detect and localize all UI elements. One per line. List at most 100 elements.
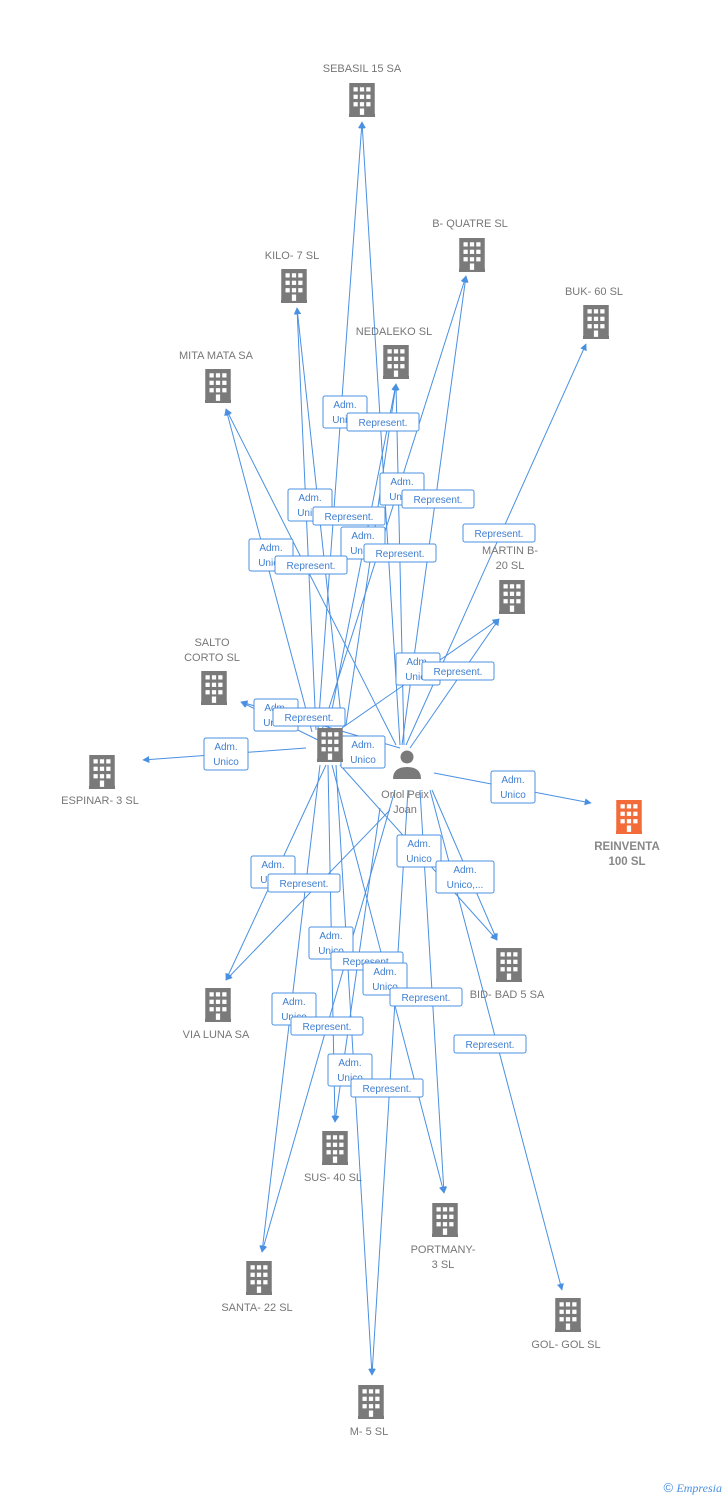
building-icon [246, 1261, 272, 1295]
edge-label-text: Adm. [261, 860, 284, 871]
company-name: NEDALEKO SL [356, 326, 432, 338]
edge-label-27: Represent. [290, 1016, 364, 1036]
edge-label-30: Represent. [453, 1034, 527, 1054]
company-name: B- QUATRE SL [432, 218, 508, 230]
edge-label-text: Unico [500, 790, 526, 801]
company-node-center[interactable] [315, 728, 345, 762]
edge-label-text: Adm. [351, 740, 374, 751]
company-node-bquatre[interactable]: B- QUATRE SL [432, 218, 508, 272]
edge-label-text: Unico,... [447, 880, 484, 891]
company-node-santa[interactable]: SANTA- 22 SL [221, 1261, 293, 1314]
company-node-golgol[interactable]: GOL- GOL SL [531, 1298, 601, 1351]
building-icon [432, 1203, 458, 1237]
company-name: M- 5 SL [350, 1426, 389, 1438]
edge-label-10: Represent. [462, 523, 536, 543]
edge-label-text: Unico [332, 415, 358, 426]
building-icon [281, 269, 307, 303]
company-name: BUK- 60 SL [565, 286, 623, 298]
edge-label-text: Adm. [282, 997, 305, 1008]
edge-label-text: Adm. [390, 477, 413, 488]
building-icon [358, 1385, 384, 1419]
edge-label-text: Represent. [402, 993, 451, 1004]
edge-13 [225, 809, 391, 981]
edge-label-text: Adm. [407, 839, 430, 850]
company-node-m5[interactable]: M- 5 SL [350, 1385, 389, 1438]
person-name-line2: Joan [393, 804, 417, 816]
company-name: 100 SL [608, 856, 645, 868]
footer-brand: © Empresia [664, 1480, 723, 1496]
company-node-portmany[interactable]: PORTMANY- 3 SL [411, 1203, 476, 1271]
edge-label-18: Adm.Unico [396, 834, 442, 868]
edge-label-19: Adm.Unico,... [435, 860, 495, 894]
edge-5 [409, 618, 500, 749]
company-node-nedaleko[interactable]: NEDALEKO SL [356, 326, 432, 379]
company-name: ESPINAR- 3 SL [61, 795, 139, 807]
company-name: SUS- 40 SL [304, 1172, 362, 1184]
edge-0 [358, 121, 401, 746]
edge-label-29: Represent. [350, 1078, 424, 1098]
edge-label-text: Represent. [359, 418, 408, 429]
edge-label-text: Adm. [333, 400, 356, 411]
company-name: VIA LUNA SA [183, 1029, 250, 1041]
edge-label-14: Represent. [272, 707, 346, 727]
company-name: MARTIN B- [482, 545, 538, 557]
company-name: PORTMANY- [411, 1244, 476, 1256]
company-node-martin[interactable]: MARTIN B-20 SL [482, 545, 538, 614]
company-name: SANTA- 22 SL [221, 1302, 292, 1314]
person-icon [393, 750, 421, 779]
building-icon [496, 948, 522, 982]
edge-label-text: Adm. [373, 967, 396, 978]
building-icon [383, 345, 409, 379]
company-node-buk[interactable]: BUK- 60 SL [565, 286, 623, 339]
company-node-sebasil[interactable]: SEBASIL 15 SA [323, 63, 402, 117]
edge-label-7: Represent. [363, 543, 437, 563]
edge-label-text: Adm. [298, 493, 321, 504]
building-icon [583, 305, 609, 339]
building-icon [317, 728, 343, 762]
edge-label-15: Adm. Unico [203, 737, 249, 771]
company-name: KILO- 7 SL [265, 250, 319, 262]
edge-2 [392, 383, 405, 746]
edge-label-text: Represent. [303, 1022, 352, 1033]
company-name: BID- BAD 5 SA [470, 989, 545, 1001]
building-icon [205, 988, 231, 1022]
building-icon [89, 755, 115, 789]
company-node-espinar[interactable]: ESPINAR- 3 SL [61, 755, 139, 807]
edge-label-text: Represent. [280, 879, 329, 890]
company-node-vialuna[interactable]: VIA LUNA SA [183, 988, 250, 1041]
edge-label-22: Adm.Unico [308, 926, 354, 960]
edge-label-1: Represent. [346, 412, 420, 432]
edge-label-text: Adm. [214, 742, 237, 753]
company-name: 3 SL [432, 1259, 455, 1271]
brand-name: Empresia [676, 1481, 722, 1495]
edge-label-text: Unico [350, 755, 376, 766]
edge-label-text: Adm. [338, 1058, 361, 1069]
company-name: MITA MATA SA [179, 350, 254, 362]
edge-label-text: Unico [405, 672, 431, 683]
nodes-layer: SEBASIL 15 SA B- QUATRE SL KILO- 7 SL BUK- … [61, 63, 660, 1438]
building-icon [499, 580, 525, 614]
edge-label-text: Unico [258, 558, 284, 569]
edge-label-text: Unico [337, 1073, 363, 1084]
edge-label-5: Represent. [401, 489, 475, 509]
company-node-mitamata[interactable]: MITA MATA SA [179, 350, 254, 403]
edge-label-17: Adm. Unico [490, 770, 536, 804]
edge-label-3: Represent. [312, 506, 386, 526]
edge-label-text: Unico [350, 546, 376, 557]
edge-label-text: Represent. [466, 1040, 515, 1051]
company-node-bidbad[interactable]: BID- BAD 5 SA [470, 948, 545, 1001]
edge-label-text: Represent. [434, 667, 483, 678]
edge-label-text: Adm. [501, 775, 524, 786]
edge-label-28: Adm. Unico [327, 1053, 373, 1087]
company-node-sus[interactable]: SUS- 40 SL [304, 1131, 362, 1184]
edge-label-9: Represent. [274, 555, 348, 575]
edge-label-text: Unico [213, 757, 239, 768]
edge-label-16: Adm. Unico [340, 735, 386, 769]
company-node-kilo[interactable]: KILO- 7 SL [265, 250, 319, 303]
company-name: CORTO SL [184, 652, 240, 664]
